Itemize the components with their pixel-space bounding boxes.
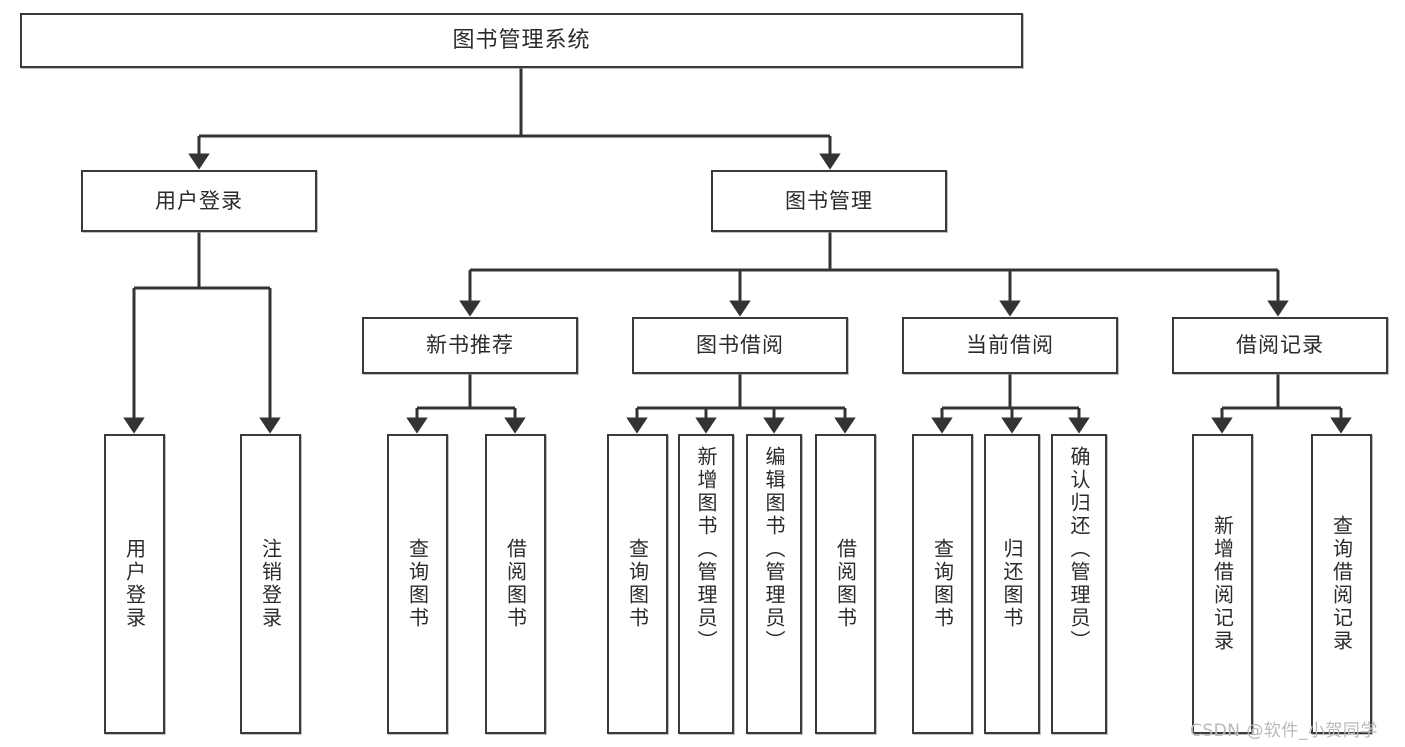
node-label: 当前借阅 [966, 333, 1054, 358]
node-current-borrowing[interactable]: 当前借阅 [902, 317, 1118, 374]
node-label: 新书推荐 [426, 333, 514, 358]
leaf-label: 新增借阅记录 [1210, 515, 1235, 653]
leaf-new-book-query-book[interactable]: 查询图书 [387, 434, 448, 734]
leaf-label: 借阅图书 [503, 538, 528, 630]
node-book-borrowing[interactable]: 图书借阅 [632, 317, 848, 374]
leaf-label: 借阅图书 [833, 538, 858, 630]
leaf-current-query-book[interactable]: 查询图书 [912, 434, 973, 734]
leaf-borrow-query-book[interactable]: 查询图书 [607, 434, 668, 734]
leaf-label: 编辑图书（管理员） [762, 446, 786, 653]
leaf-user-login-logout[interactable]: 注销登录 [240, 434, 301, 734]
leaf-label: 确认归还（管理员） [1067, 446, 1091, 653]
leaf-current-return-book[interactable]: 归还图书 [984, 434, 1040, 734]
node-label: 借阅记录 [1236, 333, 1324, 358]
node-label: 图书管理系统 [452, 27, 591, 53]
leaf-record-query-record[interactable]: 查询借阅记录 [1311, 434, 1372, 734]
leaf-label: 归还图书 [1000, 538, 1024, 630]
leaf-current-confirm-return-admin[interactable]: 确认归还（管理员） [1051, 434, 1107, 734]
leaf-label: 查询图书 [930, 538, 955, 630]
node-label: 用户登录 [155, 188, 243, 213]
node-book-management-system[interactable]: 图书管理系统 [20, 13, 1023, 68]
node-label: 图书借阅 [696, 333, 784, 358]
node-label: 图书管理 [785, 188, 873, 213]
leaf-label: 查询图书 [625, 538, 650, 630]
leaf-record-add-record[interactable]: 新增借阅记录 [1192, 434, 1253, 734]
leaf-borrow-edit-book-admin[interactable]: 编辑图书（管理员） [746, 434, 802, 734]
leaf-label: 查询图书 [405, 538, 430, 630]
leaf-label: 用户登录 [122, 538, 147, 630]
leaf-borrow-borrow-book[interactable]: 借阅图书 [815, 434, 876, 734]
leaf-new-book-borrow-book[interactable]: 借阅图书 [485, 434, 546, 734]
node-user-login[interactable]: 用户登录 [81, 170, 317, 232]
leaf-label: 注销登录 [258, 538, 283, 630]
node-new-book-recommendation[interactable]: 新书推荐 [362, 317, 578, 374]
leaf-label: 查询借阅记录 [1329, 515, 1354, 653]
node-book-management[interactable]: 图书管理 [711, 170, 947, 232]
leaf-borrow-add-book-admin[interactable]: 新增图书（管理员） [678, 434, 734, 734]
leaf-label: 新增图书（管理员） [694, 446, 718, 653]
leaf-user-login-login[interactable]: 用户登录 [104, 434, 165, 734]
csdn-watermark: CSDN @软件_小贺同学 [1190, 721, 1378, 741]
node-borrowing-record[interactable]: 借阅记录 [1172, 317, 1388, 374]
